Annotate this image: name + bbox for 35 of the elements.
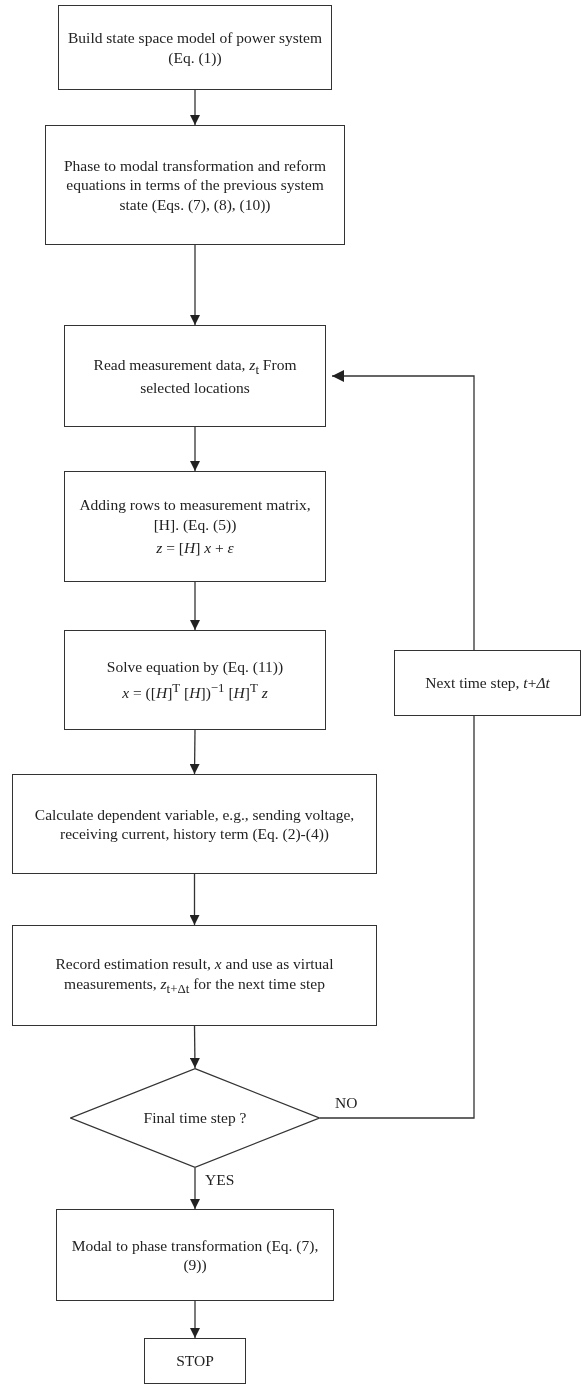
arrow xyxy=(190,1300,200,1339)
arrow xyxy=(189,873,200,926)
step-text: Read measurement data, z$_{t}$ From selected locations xyxy=(92,354,298,398)
process-box xyxy=(12,774,377,874)
arrow xyxy=(190,244,200,326)
step-text: Solve equation by (Eq. (11)) xyxy=(106,657,284,677)
process-box xyxy=(144,1338,246,1384)
step-text: Record estimation result, x and use as virtual measurements, z$_{t+Δt}$ for the next time step xyxy=(54,954,335,997)
decision-diamond xyxy=(70,1068,320,1168)
step-text: Final time step ? xyxy=(143,1108,247,1128)
process-box xyxy=(12,925,377,1026)
step-text: Next time step, t+Δt xyxy=(425,673,550,693)
step-text: Calculate dependent variable, e.g., sending voltage, receiving current, history term (Eq. (2)-(4)) xyxy=(33,804,356,844)
process-box xyxy=(45,125,345,245)
process-box xyxy=(394,650,581,716)
connector-line xyxy=(319,715,475,1119)
equation-text: x = ([H]$^{T}$ [H])$^{−1}$ [H]$^{T}$ z xyxy=(122,680,268,703)
process-box xyxy=(64,325,326,427)
process-box xyxy=(64,630,326,730)
process-box xyxy=(58,5,332,90)
arrow xyxy=(331,370,475,651)
arrow xyxy=(189,729,200,775)
arrow xyxy=(190,581,200,631)
arrow xyxy=(190,426,200,472)
step-text: STOP xyxy=(176,1351,214,1371)
arrow xyxy=(189,1025,200,1069)
equation-text: z = [H] x + ε xyxy=(156,538,234,558)
step-text: Adding rows to measurement matrix, [H]. (Eq. (5)) xyxy=(78,495,312,535)
step-text: Modal to phase transformation (Eq. (7), (9)) xyxy=(70,1235,320,1275)
process-box xyxy=(64,471,326,582)
process-box xyxy=(56,1209,334,1301)
arrow xyxy=(190,89,200,126)
arrow xyxy=(190,1167,200,1210)
step-text: Phase to modal transformation and reform equations in terms of the previous system state (Eqs. (7), (8), (10)) xyxy=(62,155,328,215)
step-text: Build state space model of power system (Eq. (1)) xyxy=(67,28,323,67)
